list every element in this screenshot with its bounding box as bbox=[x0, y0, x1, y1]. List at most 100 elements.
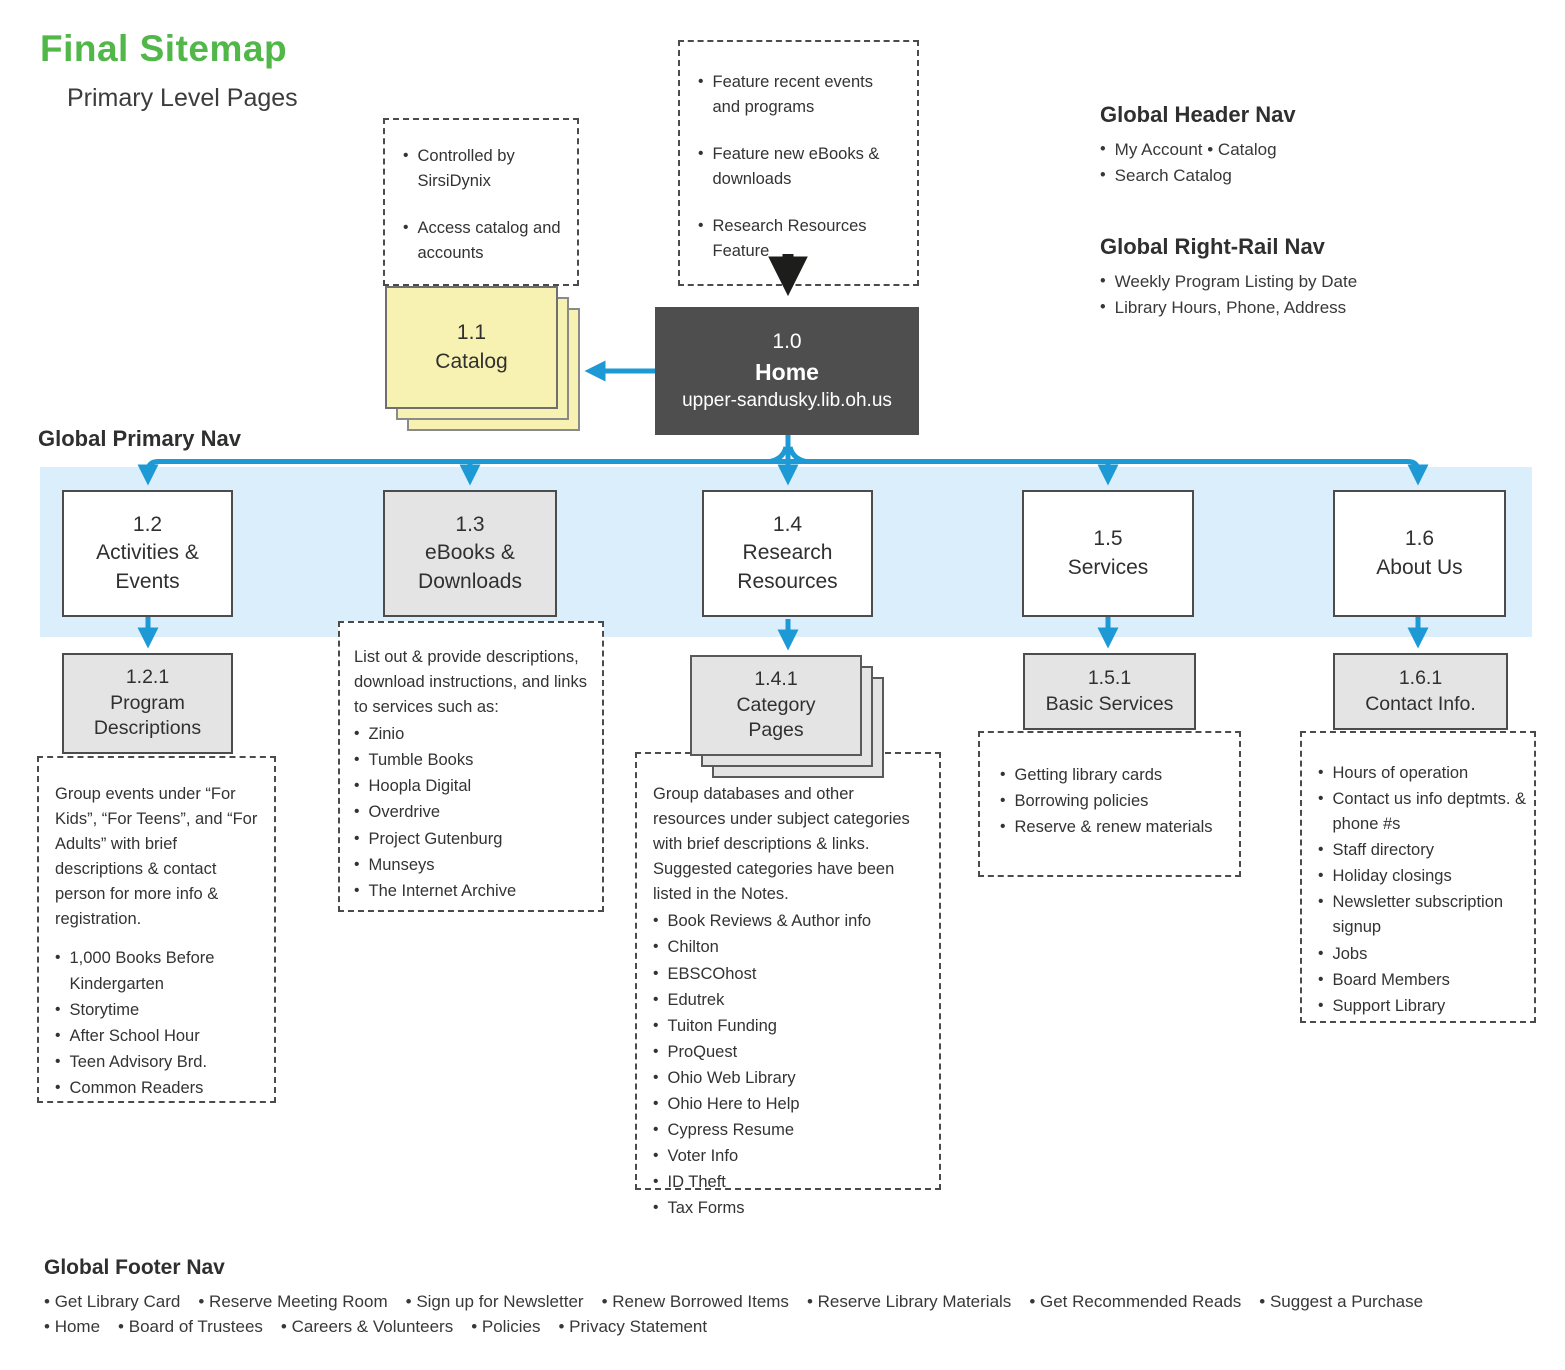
trunk-flare-left bbox=[769, 446, 789, 464]
nav-bullet-item: Library Hours, Phone, Address bbox=[1100, 295, 1540, 320]
note-bullet-item: Edutrek bbox=[653, 988, 925, 1013]
note-bullet-item: ID Theft bbox=[653, 1170, 925, 1195]
node-1-5-services: 1.5 Services bbox=[1022, 490, 1194, 617]
note-bullet-item: Borrowing policies bbox=[1000, 789, 1225, 814]
note-ebooks-list: ZinioTumble BooksHoopla DigitalOverdrive… bbox=[354, 722, 588, 904]
footer-item: Home bbox=[44, 1314, 100, 1339]
global-footer-nav-row1: Get Library Card Reserve Meeting Room Sign… bbox=[44, 1289, 1534, 1314]
node-url: upper-sandusky.lib.oh.us bbox=[682, 389, 892, 411]
note-category-pages-list: Book Reviews & Author infoChiltonEBSCOho… bbox=[653, 909, 925, 1221]
global-footer-nav-row2: Home Board of Trustees Careers & Volunteer… bbox=[44, 1314, 1534, 1339]
note-bullet-item: Storytime bbox=[55, 998, 260, 1023]
node-id: 1.2.1 bbox=[125, 666, 170, 689]
note-home-features: Feature recent events and programsFeatur… bbox=[678, 40, 919, 286]
node-label: Activities & Events bbox=[96, 541, 199, 593]
note-bullet-item: Access catalog and accounts bbox=[403, 216, 563, 266]
node-label: Research Resources bbox=[737, 541, 838, 593]
node-id: 1.4.1 bbox=[754, 668, 798, 691]
note-bullet-item: Getting library cards bbox=[1000, 763, 1225, 788]
node-1-6-1-contact-info: 1.6.1 Contact Info. bbox=[1333, 653, 1508, 730]
footer-item: Get Recommended Reads bbox=[1029, 1289, 1241, 1314]
note-bullet-item: ProQuest bbox=[653, 1040, 925, 1065]
note-bullet-item: Common Readers bbox=[55, 1076, 260, 1101]
note-bullet-item: Book Reviews & Author info bbox=[653, 909, 925, 934]
note-catalog-list: Controlled by SirsiDynixAccess catalog a… bbox=[403, 144, 563, 266]
node-1-2-1-program-descriptions: 1.2.1 Program Descriptions bbox=[62, 653, 233, 754]
footer-item: Board of Trustees bbox=[118, 1314, 263, 1339]
note-bullet-item: Teen Advisory Brd. bbox=[55, 1050, 260, 1075]
global-right-rail-nav-list: Weekly Program Listing by DateLibrary Ho… bbox=[1100, 269, 1540, 320]
footer-item: Renew Borrowed Items bbox=[602, 1289, 789, 1314]
note-bullet-item: Tax Forms bbox=[653, 1196, 925, 1221]
node-id: 1.4 bbox=[772, 512, 803, 536]
note-program-descriptions: Group events under “For Kids”, “For Teen… bbox=[37, 756, 276, 1103]
note-bullet-item: Feature new eBooks & downloads bbox=[698, 142, 903, 192]
footer-item: Get Library Card bbox=[44, 1289, 181, 1314]
node-label: Program Descriptions bbox=[93, 691, 202, 740]
node-label: Category Pages bbox=[736, 693, 816, 742]
note-bullet-item: Ohio Here to Help bbox=[653, 1092, 925, 1117]
node-1-2-activities-events: 1.2 Activities & Events bbox=[62, 490, 233, 617]
global-right-rail-nav-title: Global Right-Rail Nav bbox=[1100, 234, 1325, 259]
footer-item: Suggest a Purchase bbox=[1259, 1289, 1423, 1314]
node-label: Contact Info. bbox=[1365, 692, 1476, 715]
footer-item: Reserve Meeting Room bbox=[198, 1289, 388, 1314]
note-bullet-item: Staff directory bbox=[1318, 838, 1526, 863]
note-bullet-item: Feature recent events and programs bbox=[698, 70, 903, 120]
page-subtitle: Primary Level Pages bbox=[67, 84, 298, 112]
footer-item: Policies bbox=[471, 1314, 541, 1339]
node-1-0-home: 1.0 Home upper-sandusky.lib.oh.us bbox=[655, 307, 919, 435]
note-catalog: Controlled by SirsiDynixAccess catalog a… bbox=[383, 118, 579, 286]
node-1-4-1-category-pages: 1.4.1 Category Pages bbox=[690, 655, 862, 756]
node-1-1-catalog: 1.1 Catalog bbox=[385, 286, 558, 409]
footer-item: Privacy Statement bbox=[558, 1314, 707, 1339]
note-bullet-item: Overdrive bbox=[354, 800, 588, 825]
note-bullet-item: Support Library bbox=[1318, 994, 1526, 1019]
note-bullet-item: Chilton bbox=[653, 935, 925, 960]
note-home-features-list: Feature recent events and programsFeatur… bbox=[698, 70, 903, 264]
note-ebooks: List out & provide descriptions, downloa… bbox=[338, 621, 604, 912]
footer-item: Careers & Volunteers bbox=[281, 1314, 454, 1339]
note-contact-info: Hours of operationContact us info deptmt… bbox=[1300, 731, 1536, 1023]
footer-item: Sign up for Newsletter bbox=[406, 1289, 583, 1314]
note-bullet-item: Tumble Books bbox=[354, 748, 588, 773]
note-bullet-item: Munseys bbox=[354, 853, 588, 878]
note-contact-info-list: Hours of operationContact us info deptmt… bbox=[1318, 761, 1526, 1019]
note-bullet-item: Contact us info deptmts. & phone #s bbox=[1318, 787, 1526, 837]
nav-bullet-item: My Account • Catalog bbox=[1100, 137, 1520, 162]
note-bullet-item: Controlled by SirsiDynix bbox=[403, 144, 563, 194]
note-category-pages: Group databases and other resources unde… bbox=[635, 752, 941, 1217]
node-1-1-catalog-stack: 1.1 Catalog bbox=[385, 286, 585, 436]
global-header-nav-title: Global Header Nav bbox=[1100, 102, 1296, 127]
note-bullet-item: 1,000 Books Before Kindergarten bbox=[55, 946, 260, 996]
note-bullet-item: Board Members bbox=[1318, 968, 1526, 993]
nav-bullet-item: Search Catalog bbox=[1100, 163, 1520, 188]
node-label: Catalog bbox=[435, 349, 508, 373]
note-bullet-item: Cypress Resume bbox=[653, 1118, 925, 1143]
note-paragraph: Group databases and other resources unde… bbox=[653, 785, 910, 904]
note-paragraph: Group events under “For Kids”, “For Teen… bbox=[55, 785, 258, 929]
global-footer-nav-title: Global Footer Nav bbox=[44, 1256, 225, 1279]
note-bullet-item: Holiday closings bbox=[1318, 864, 1526, 889]
node-1-4-research-resources: 1.4 Research Resources bbox=[702, 490, 873, 617]
note-bullet-item: Jobs bbox=[1318, 942, 1526, 967]
note-bullet-item: Hoopla Digital bbox=[354, 774, 588, 799]
nav-bullet-item: Weekly Program Listing by Date bbox=[1100, 269, 1540, 294]
note-bullet-item: Project Gutenburg bbox=[354, 827, 588, 852]
node-id: 1.0 bbox=[772, 330, 802, 354]
note-bullet-item: Tuiton Funding bbox=[653, 1014, 925, 1039]
node-id: 1.6.1 bbox=[1398, 667, 1443, 690]
node-1-4-1-category-pages-stack: 1.4.1 Category Pages bbox=[690, 655, 886, 780]
global-header-nav: Global Header Nav My Account • CatalogSe… bbox=[1100, 102, 1520, 189]
node-label: About Us bbox=[1376, 555, 1463, 579]
footer-item: Reserve Library Materials bbox=[807, 1289, 1012, 1314]
node-1-6-about-us: 1.6 About Us bbox=[1333, 490, 1506, 617]
note-bullet-item: Zinio bbox=[354, 722, 588, 747]
note-bullet-item: Newsletter subscription signup bbox=[1318, 890, 1526, 940]
note-bullet-item: Hours of operation bbox=[1318, 761, 1526, 786]
node-1-5-1-basic-services: 1.5.1 Basic Services bbox=[1023, 653, 1196, 730]
node-1-3-ebooks-downloads: 1.3 eBooks & Downloads bbox=[383, 490, 557, 617]
note-bullet-item: Ohio Web Library bbox=[653, 1066, 925, 1091]
global-right-rail-nav: Global Right-Rail Nav Weekly Program Lis… bbox=[1100, 234, 1540, 321]
